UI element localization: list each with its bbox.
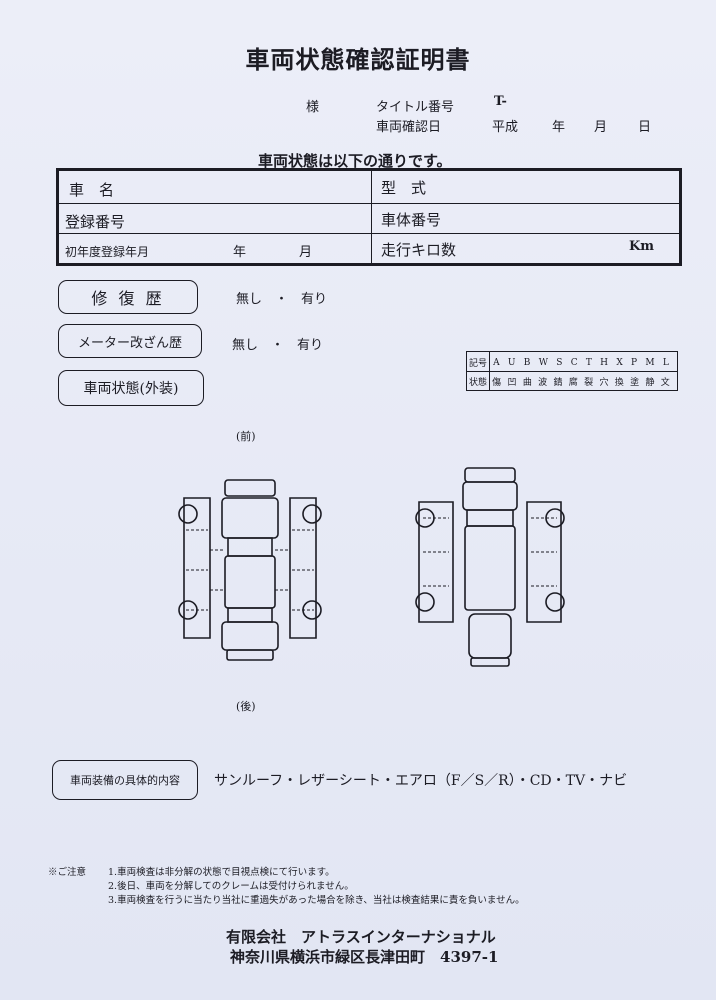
first-reg-month: 月 — [299, 245, 313, 260]
exterior-condition-box: 車両状態(外装) — [58, 370, 204, 406]
era-label: 平成 — [492, 120, 519, 135]
mileage-label: 走行キロ数 — [381, 241, 457, 259]
legend-state: 裂 — [584, 378, 594, 388]
legend-code: B — [523, 357, 531, 368]
legend-state: 錆 — [553, 378, 563, 388]
legend-code: U — [507, 357, 516, 368]
chassis-number-label: 車体番号 — [381, 211, 442, 229]
meter-tamper-box: メーター改ざん歴 — [58, 324, 202, 358]
legend-state: 塗 — [630, 378, 640, 388]
car-diagram-left — [178, 479, 322, 661]
company-name: 有限会社 アトラスインターナショナル — [226, 928, 496, 946]
day-label: 日 — [638, 120, 652, 135]
front-label: (前) — [236, 430, 256, 443]
first-reg-year: 年 — [233, 245, 247, 260]
legend-state: 凹 — [507, 378, 517, 388]
month-label: 月 — [594, 120, 608, 135]
title-number-label: タイトル番号 — [376, 100, 455, 115]
meter-tamper-value: 無し ・ 有り — [232, 338, 324, 353]
intro-text: 車両状態は以下の通りです。 — [258, 152, 452, 170]
car-name-label: 車 名 — [69, 181, 115, 199]
model-label: 型 式 — [381, 179, 427, 197]
sama-label: 様 — [306, 100, 320, 115]
company-address: 神奈川県横浜市緑区長津田町 4397-1 — [230, 948, 499, 966]
year-label: 年 — [552, 120, 566, 135]
legend-code: W — [538, 357, 548, 368]
damage-legend: 記号 A U B W S C T H X P M L 状態 傷 凹 曲 — [466, 351, 678, 391]
legend-code: T — [585, 357, 592, 368]
car-diagram-right — [415, 467, 565, 667]
legend-code: A — [493, 357, 500, 368]
equipment-box: 車両装備の具体的内容 — [52, 760, 198, 800]
reg-number-label: 登録番号 — [65, 213, 126, 231]
notes-heading: ※ご注意 — [48, 867, 87, 878]
legend-code: X — [616, 357, 623, 368]
legend-code: H — [600, 357, 609, 368]
legend-state-header: 状態 — [468, 378, 487, 388]
repair-history-value: 無し ・ 有り — [236, 292, 328, 307]
note-item: 2.後日、車両を分解してのクレームは受付けられません。 — [108, 881, 354, 892]
legend-state: 穴 — [599, 378, 609, 388]
legend-code: C — [570, 357, 578, 368]
legend-state: 傷 — [492, 378, 502, 388]
rear-label: (後) — [236, 700, 256, 713]
legend-code: M — [645, 357, 655, 368]
legend-state: 静 — [645, 378, 655, 388]
legend-state: 換 — [614, 378, 624, 388]
note-item: 3.車両検査を行うに当たり当社に重過失があった場合を除き、当社は検査結果に責を負… — [108, 895, 525, 906]
note-item: 1.車両検査は非分解の状態で目視点検にて行います。 — [108, 867, 335, 878]
legend-state: 曲 — [522, 378, 532, 388]
vehicle-spec-table: 車 名 型 式 登録番号 車体番号 初年度登録年月 年 月 走行キロ数 Km — [56, 168, 682, 266]
legend-code: P — [631, 357, 638, 368]
repair-history-box: 修 復 歴 — [58, 280, 198, 314]
legend-code-header: 記号 — [468, 359, 487, 369]
km-unit: Km — [629, 239, 655, 254]
title-number-value: T- — [494, 94, 507, 109]
legend-state: 波 — [538, 378, 548, 388]
first-reg-label: 初年度登録年月 — [65, 245, 150, 259]
legend-state: 文 — [660, 378, 670, 388]
equipment-value: サンルーフ・レザーシート・エアロ（F／S／R）・CD・TV・ナビ — [214, 773, 628, 789]
legend-code: S — [556, 357, 563, 368]
check-date-label: 車両確認日 — [376, 120, 442, 135]
document-title: 車両状態確認証明書 — [245, 45, 471, 74]
legend-code: L — [662, 357, 669, 368]
legend-state: 腐 — [568, 378, 578, 388]
